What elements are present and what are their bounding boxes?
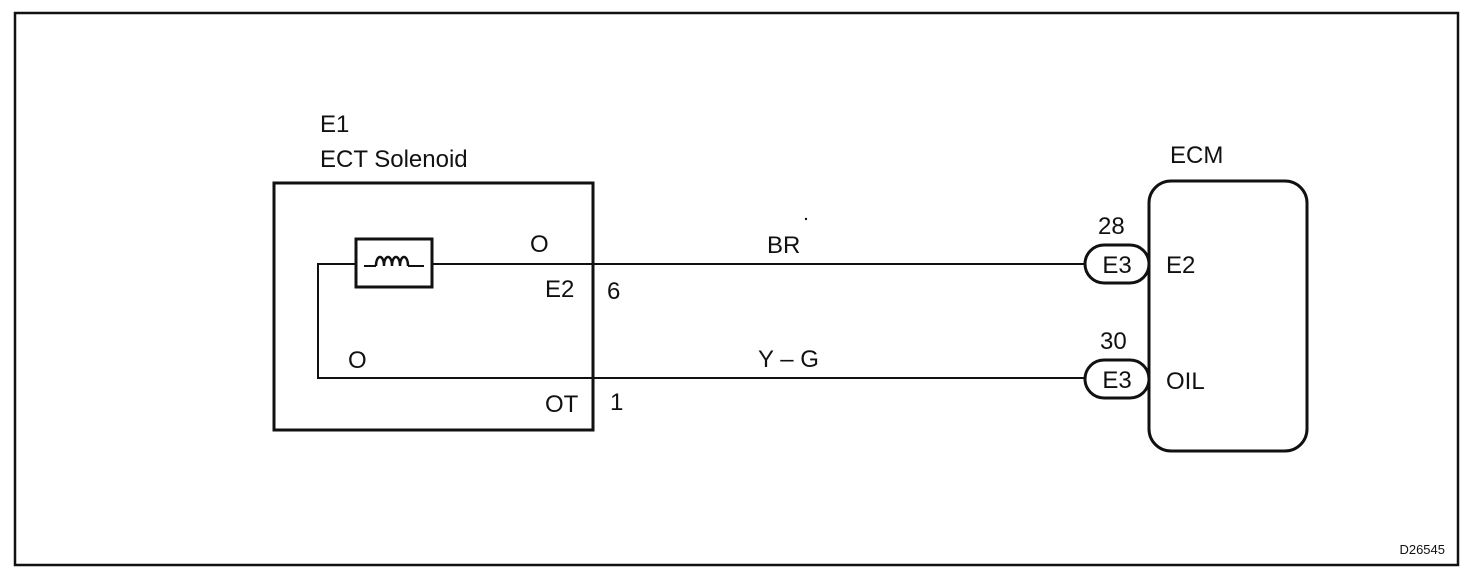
component-code: E1 <box>320 111 349 138</box>
lower-connector <box>1083 358 1151 400</box>
ecm-title: ECM <box>1170 142 1223 169</box>
lower-terminal-label: OT <box>545 391 579 418</box>
lower-wire-color: Y – G <box>758 346 819 373</box>
diagram-frame <box>13 11 1460 567</box>
upper-terminal-label: E2 <box>545 276 574 303</box>
ecm-box <box>1147 179 1309 453</box>
upper-wire-color: BR <box>767 232 800 259</box>
ecm-lower-terminal: OIL <box>1166 368 1205 395</box>
upper-wire-label: O <box>530 231 549 258</box>
upper-connector <box>1083 243 1151 285</box>
upper-connector-label: E3 <box>1102 252 1131 279</box>
upper-pin-number: 6 <box>607 278 620 305</box>
internal-wiring <box>317 263 593 379</box>
coil-icon <box>354 237 434 289</box>
upper-connector-pin: 28 <box>1098 213 1125 240</box>
stray-dot <box>804 217 808 221</box>
solenoid-box <box>272 181 595 432</box>
ecm-upper-terminal: E2 <box>1166 252 1195 279</box>
lower-connector-label: E3 <box>1102 367 1131 394</box>
lower-wire-label: O <box>348 347 367 374</box>
component-name: ECT Solenoid <box>320 146 468 173</box>
lower-connector-pin: 30 <box>1100 328 1127 355</box>
lower-pin-number: 1 <box>610 389 623 416</box>
diagram-id: D26545 <box>1399 542 1445 557</box>
